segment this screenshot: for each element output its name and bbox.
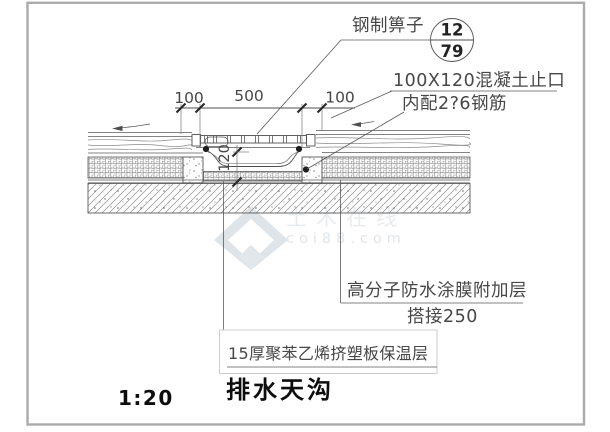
watermark-site-url: coi88.com bbox=[286, 231, 406, 247]
annotation-concrete-stop: 100X120混凝土止口 内配2?6钢筋 bbox=[306, 71, 565, 170]
watermark-logo bbox=[214, 206, 288, 270]
viewport-frame bbox=[26, 1, 586, 426]
bubble-detail-number: 12 bbox=[441, 21, 464, 40]
annotation-insulation-board: 15厚聚苯乙烯挤塑板保温层 bbox=[219, 181, 438, 374]
dim-text-100-right: 100 bbox=[325, 89, 355, 107]
anchor-dot-right bbox=[295, 145, 303, 153]
annotation-steel-grate: 钢制箅子 bbox=[256, 16, 431, 135]
concrete-stop-left bbox=[182, 156, 204, 184]
label-highlight-box bbox=[219, 329, 438, 374]
structural-slab-specks bbox=[88, 183, 470, 213]
dim-text-120: 120 bbox=[217, 144, 233, 172]
slope-arrow-right-icon bbox=[351, 121, 375, 127]
label-steel-grate: 钢制箅子 bbox=[352, 16, 424, 36]
gutter-channel bbox=[202, 148, 303, 167]
screed-layer-right bbox=[321, 156, 471, 179]
roof-layers-left bbox=[87, 132, 203, 179]
dimension-vertical: 120 bbox=[217, 144, 249, 191]
gutter-bedding-layer bbox=[203, 171, 303, 182]
bubble-sheet-number: 79 bbox=[441, 42, 464, 61]
label-waterproof-membrane: 高分子防水涂膜附加层 bbox=[347, 281, 527, 301]
label-concrete-stop: 100X120混凝土止口 bbox=[393, 71, 565, 91]
gutter-drain-outline bbox=[204, 136, 229, 147]
anchor-dot-stop bbox=[302, 166, 310, 173]
dimension-horizontal: 100 500 100 bbox=[174, 87, 355, 148]
roof-layers-right bbox=[315, 130, 472, 179]
drawing-title: 排水天沟 bbox=[226, 376, 334, 404]
slope-arrow-left-icon bbox=[112, 123, 151, 131]
detail-reference-bubble: 12 79 bbox=[430, 18, 474, 62]
screed-layer-left bbox=[87, 156, 184, 179]
steel-grate bbox=[191, 134, 316, 147]
drawing-scale: 1:20 bbox=[118, 386, 174, 410]
label-membrane-lap: 搭接250 bbox=[407, 307, 478, 327]
dim-text-500: 500 bbox=[234, 87, 264, 105]
gutter-assembly bbox=[182, 134, 323, 184]
label-concrete-stop-rebar: 内配2?6钢筋 bbox=[402, 94, 507, 114]
watermark: 土木在线 coi88.com bbox=[214, 206, 406, 270]
dim-text-100-left: 100 bbox=[174, 89, 204, 107]
annotation-waterproof-membrane: 高分子防水涂膜附加层 搭接250 bbox=[340, 180, 527, 327]
anchor-dot-left bbox=[202, 145, 210, 153]
label-insulation-board: 15厚聚苯乙烯挤塑板保温层 bbox=[228, 344, 428, 363]
